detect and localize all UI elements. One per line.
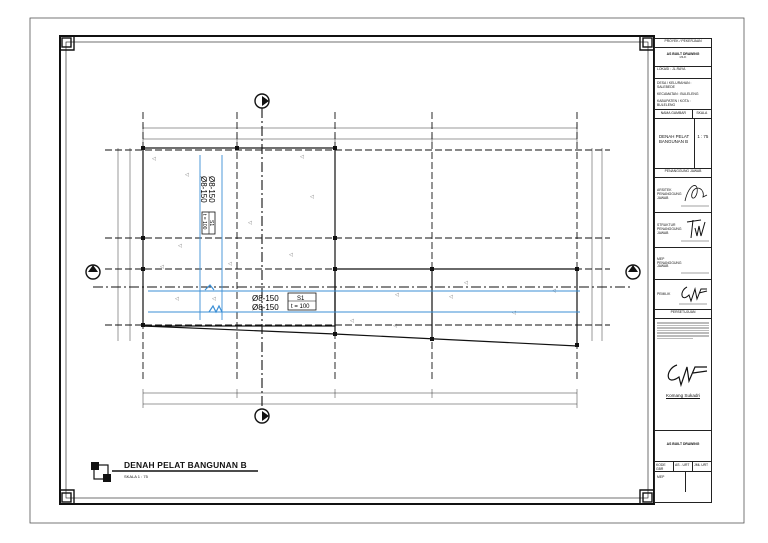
mep-label: MEP PENANGGUNG JAWAB <box>657 256 682 269</box>
approver-signature <box>657 361 709 391</box>
rebar-label-horizontal-2: Ø8-150 <box>252 303 279 312</box>
mep-signature <box>679 249 711 278</box>
section-marker-top <box>254 93 270 109</box>
slab-code-horizontal: S1 <box>297 296 305 302</box>
rebar-label-vertical-2: Ø8-150 <box>199 176 208 203</box>
slab-thickness-horizontal: t = 100 <box>291 304 310 310</box>
code-row: KODE GBR AS - URT JML URT <box>655 462 711 472</box>
owner-label: PEMILIK <box>657 291 671 296</box>
svg-text:◁: ◁ <box>178 243 182 249</box>
drawing-name-row: DENAH PELAT BANGUNAN B 1 : 75 <box>655 119 711 169</box>
slab-code-vertical: S1 <box>208 220 214 226</box>
rebar-label-vertical-1: Ø8-150 <box>207 176 216 203</box>
rebar-label-horizontal-1: Ø8-150 <box>252 294 279 303</box>
structure-label: STRUKTUR PENANGGUNG JAWAB <box>657 223 682 235</box>
drawing-name: DENAH PELAT BANGUNAN B <box>659 134 690 145</box>
address-line-2: KECAMATAN : BULELENG <box>657 91 699 96</box>
slab-hatch: ◁◁◁ ◁◁◁ ◁◁◁ ◁◁◁ ◁◁◁ ◁◁◁ <box>152 154 556 329</box>
dimension-lines <box>117 124 603 408</box>
structure-signature <box>679 214 711 246</box>
approval-header: PERSETUJUAN <box>655 310 711 319</box>
mep-row: MEP PENANGGUNG JAWAB <box>655 248 711 280</box>
rebar-lines <box>148 155 580 320</box>
sheet-code: MEP <box>657 475 665 479</box>
section-marker-left <box>85 264 101 280</box>
section-marker-bottom <box>254 408 270 424</box>
drawing-scale: SKALA 1 : 75 <box>124 474 148 479</box>
title-symbol <box>91 462 258 482</box>
architect-signature <box>679 179 711 211</box>
location-label: LOKASI : JL.RAYA <box>655 67 711 79</box>
code-value: AS - URT <box>673 462 692 471</box>
svg-text:◁: ◁ <box>212 296 216 302</box>
svg-text:◁: ◁ <box>464 280 468 286</box>
structure-row: STRUKTUR PENANGGUNG JAWAB <box>655 213 711 248</box>
columns <box>141 146 579 347</box>
slab-thickness-vertical: t = 100 <box>201 214 207 230</box>
svg-text:◁: ◁ <box>185 172 189 178</box>
drawing-name-header: NAMA GAMBAR <box>660 111 686 115</box>
svg-text:◁: ◁ <box>350 318 354 324</box>
project-cell: AS BUILT DRAWING MILIK <box>655 48 711 67</box>
svg-text:◁: ◁ <box>512 310 516 316</box>
sheet-value: JML URT <box>692 462 711 471</box>
architect-label: ARSITEK PENANGGUNG JAWAB <box>657 188 682 200</box>
approval-cell: Komang Sukadri <box>655 319 711 431</box>
scale-value: 1 : 75 <box>693 119 711 168</box>
responsible-header: PENANGGUNG JAWAB <box>655 169 711 178</box>
project-name: AS BUILT DRAWING <box>666 52 700 56</box>
svg-text:◁: ◁ <box>152 156 156 162</box>
approver-name: Komang Sukadri <box>666 393 700 399</box>
owner-row: PEMILIK <box>655 280 711 310</box>
address-line-3: KABUPATEN / KOTA : BULELENG <box>657 98 691 107</box>
svg-text:◁: ◁ <box>175 296 179 302</box>
scale-header: SKALA <box>691 110 711 118</box>
owner-signature <box>677 281 709 308</box>
svg-text:◁: ◁ <box>289 252 293 258</box>
svg-text:◁: ◁ <box>228 261 232 267</box>
svg-text:◁: ◁ <box>449 294 453 300</box>
svg-text:◁: ◁ <box>300 154 304 160</box>
sheet-row: MEP <box>655 472 711 492</box>
svg-text:◁: ◁ <box>393 323 397 329</box>
footer-title: AS BUILT DRAWING <box>655 431 711 462</box>
svg-text:◁: ◁ <box>395 292 399 298</box>
corner-marks <box>60 36 654 504</box>
architect-row: ARSITEK PENANGGUNG JAWAB <box>655 178 711 213</box>
title-block: PROYEK / PEKERJAAN AS BUILT DRAWING MILI… <box>654 38 712 503</box>
svg-text:◁: ◁ <box>160 264 164 270</box>
section-cut-lines <box>93 108 633 408</box>
approval-notes <box>657 322 709 340</box>
drawing-title: DENAH PELAT BANGUNAN B <box>124 460 247 470</box>
svg-text:◁: ◁ <box>310 194 314 200</box>
section-marker-right <box>625 264 641 280</box>
svg-text:◁: ◁ <box>248 220 252 226</box>
drawing-name-header-row: NAMA GAMBAR SKALA <box>655 110 711 119</box>
code-label: KODE GBR <box>656 463 666 471</box>
project-header: PROYEK / PEKERJAAN <box>655 39 711 48</box>
address-cell: DESA / KELURAHAN : SALEBEDE KECAMATAN : … <box>655 79 711 110</box>
address-line-1: DESA / KELURAHAN : SALEBEDE <box>657 81 692 89</box>
project-sub: MILIK <box>679 55 687 59</box>
